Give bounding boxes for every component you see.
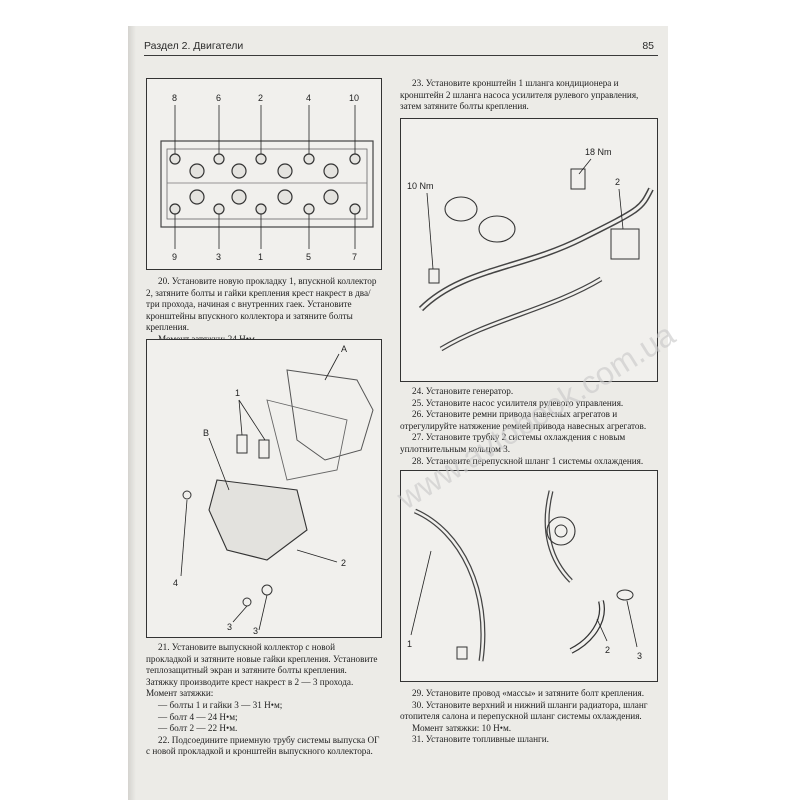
fig1-label-bottom-1: 9: [172, 252, 177, 262]
step-21-22: 21. Установите выпускной коллектор с нов…: [146, 642, 380, 758]
step-21-bullet-2: — болт 4 — 24 Н•м;: [158, 711, 238, 722]
fig2-label-b: B: [203, 428, 209, 438]
fig2-label-3b: 3: [253, 626, 258, 636]
header-rule: [144, 55, 658, 56]
fig1-label-top-1: 8: [172, 93, 177, 103]
step-29-text: 29. Установите провод «массы» и затяните…: [412, 688, 645, 698]
figure-manifold: A 1 B 4 2 3 3: [146, 339, 382, 638]
fig1-label-top-2: 6: [216, 93, 221, 103]
step-20-text: 20. Установите новую прокладку 1, впускн…: [146, 276, 377, 333]
cylinder-head-diagram: 8 6 2 4 10 9 3 1 5 7: [160, 93, 374, 262]
fig1-label-bottom-5: 7: [352, 252, 357, 262]
fig3-label-2: 2: [615, 177, 620, 187]
step-23: 23. Установите кронштейн 1 шланга кондиц…: [400, 78, 656, 113]
step-25-text: 25. Установите насос усилителя рулевого …: [412, 397, 624, 408]
fig2-label-4: 4: [173, 578, 178, 588]
fig2-label-1: 1: [235, 388, 240, 398]
fig2-label-3a: 3: [227, 622, 232, 632]
step-20: 20. Установите новую прокладку 1, впускн…: [146, 276, 380, 346]
book-page: Раздел 2. Двигатели 85: [128, 26, 681, 800]
fig1-label-bottom-3: 1: [258, 252, 263, 262]
fig4-label-3: 3: [637, 651, 642, 661]
step-21-bullet-1: — болты 1 и гайки 3 — 31 Н•м;: [158, 699, 283, 710]
fig3-label-10nm: 10 Nm: [407, 181, 434, 191]
figure-coolant-hoses: 1 2 3: [400, 470, 658, 682]
fig1-label-bottom-2: 3: [216, 252, 221, 262]
step-21-text: 21. Установите выпускной коллектор с нов…: [146, 642, 378, 699]
figure-cylinder-head-bolts: 8 6 2 4 10 9 3 1 5 7: [146, 78, 382, 270]
steps-29-31: 29. Установите провод «массы» и затяните…: [400, 688, 656, 746]
step-24-text: 24. Установите генератор.: [412, 386, 514, 396]
page-number: 85: [642, 40, 654, 52]
step-22-text: 22. Подсоедините приемную трубу системы …: [146, 734, 380, 757]
fig1-label-top-5: 10: [349, 93, 359, 103]
step-30-torque: Момент затяжки: 10 Н•м.: [412, 722, 512, 733]
step-20-torque: Момент затяжки: 24 Н•м.: [146, 334, 380, 346]
fig4-label-1: 1: [407, 639, 412, 649]
fig4-label-2: 2: [605, 645, 610, 655]
brackets-diagram: 18 Nm 10 Nm 2: [407, 147, 654, 352]
step-27-text: 27. Установите трубку 2 системы охлажден…: [400, 432, 626, 454]
step-31-text: 31. Установите топливные шланги.: [412, 734, 549, 745]
coolant-hoses-diagram: 1 2 3: [407, 490, 642, 662]
fig2-label-2: 2: [341, 558, 346, 568]
fig1-label-top-3: 2: [258, 93, 263, 103]
figure-brackets: 18 Nm 10 Nm 2: [400, 118, 658, 382]
step-26-text: 26. Установите ремни привода навесных аг…: [400, 409, 647, 431]
step-21-bullet-3: — болт 2 — 22 Н•м.: [158, 723, 238, 734]
fig1-label-top-4: 4: [306, 93, 311, 103]
fig3-label-18nm: 18 Nm: [585, 147, 612, 157]
fig1-label-bottom-4: 5: [306, 252, 311, 262]
step-28-text: 28. Установите перепускной шланг 1 систе…: [412, 455, 644, 466]
step-23-text: 23. Установите кронштейн 1 шланга кондиц…: [400, 78, 639, 112]
steps-24-28: 24. Установите генератор. 25. Установите…: [400, 386, 656, 467]
section-header: Раздел 2. Двигатели: [144, 40, 244, 52]
step-30-text: 30. Установите верхний и нижний шланги р…: [400, 699, 648, 722]
manifold-diagram: A 1 B 4 2 3 3: [173, 344, 374, 636]
fig2-label-a: A: [341, 344, 347, 354]
